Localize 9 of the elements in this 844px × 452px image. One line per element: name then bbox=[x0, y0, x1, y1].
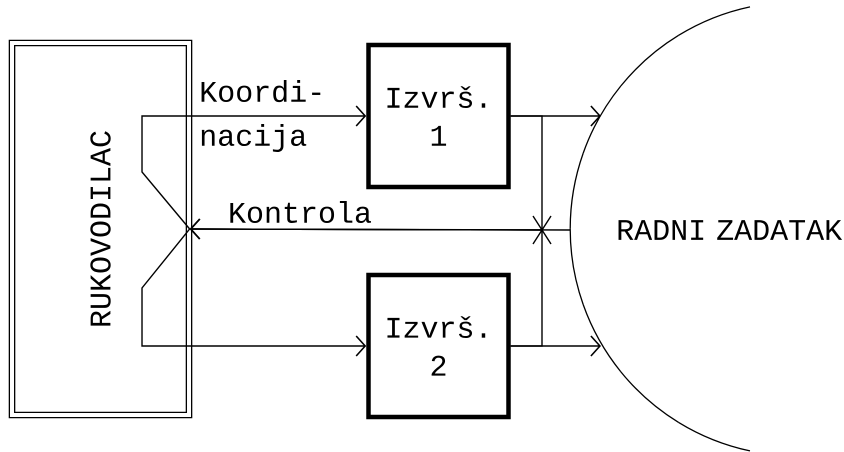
process-box: Izvrš. 2 bbox=[366, 272, 511, 420]
task-arc: RADNI ZADATAK bbox=[570, 6, 842, 452]
arrow bbox=[190, 218, 543, 347]
arrow bbox=[141, 228, 366, 357]
edge-label: Koordi- nacija bbox=[202, 80, 320, 152]
manager-box: RUKOVODILAC bbox=[8, 40, 192, 418]
arrow bbox=[141, 105, 366, 230]
process-box: Izvrš. 1 bbox=[366, 42, 511, 190]
edge-label: Kontrola bbox=[227, 200, 374, 224]
